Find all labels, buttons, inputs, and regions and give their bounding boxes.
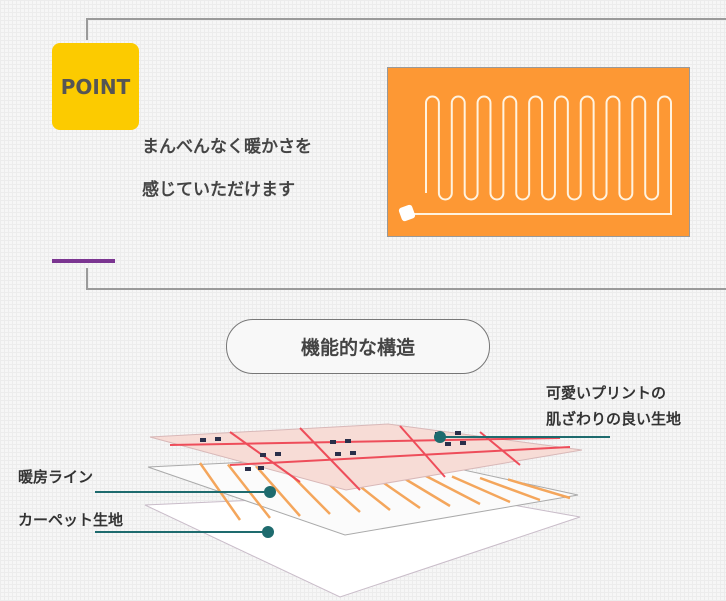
plaid-square (245, 467, 251, 471)
plaid-square (335, 452, 341, 456)
heating-pointer (264, 486, 276, 498)
heater-diagram (387, 67, 690, 237)
plaid-square (330, 440, 336, 444)
plaid-square (200, 438, 206, 442)
top-divider (86, 18, 726, 20)
plaid-stripe (229, 446, 571, 466)
section-title: 機能的な構造 (226, 319, 490, 374)
plaid-stripe (399, 425, 446, 478)
point-badge: POINT (52, 43, 139, 130)
plaid-square (350, 451, 356, 455)
plaid-square (258, 466, 264, 470)
bottom-divider-tick (86, 268, 88, 290)
fabric-pointer (434, 431, 446, 443)
description-line-1: まんべんなく暖かさを (142, 137, 312, 157)
plaid-pattern (169, 425, 571, 491)
carpet-pointer (262, 526, 274, 538)
accent-bar (52, 259, 115, 263)
fabric-label-2: 肌ざわりの良い生地 (546, 410, 682, 428)
plaid-stripe (169, 437, 561, 446)
heating-wire-icon (398, 95, 672, 222)
plaid-square (345, 439, 351, 443)
plaid-square (260, 453, 266, 457)
description-line-2: 感じていただけます (142, 180, 295, 200)
plaid-square (460, 441, 466, 445)
plaid-square (215, 437, 221, 441)
top-divider-tick (86, 18, 88, 40)
carpet-label: カーペット生地 (18, 511, 124, 529)
bottom-divider (86, 288, 726, 290)
plaid-square (455, 431, 461, 435)
heating-line-label: 暖房ライン (18, 468, 94, 486)
fabric-label-1: 可愛いプリントの (546, 384, 667, 402)
plaid-square (275, 452, 281, 456)
plaid-square (445, 442, 451, 446)
